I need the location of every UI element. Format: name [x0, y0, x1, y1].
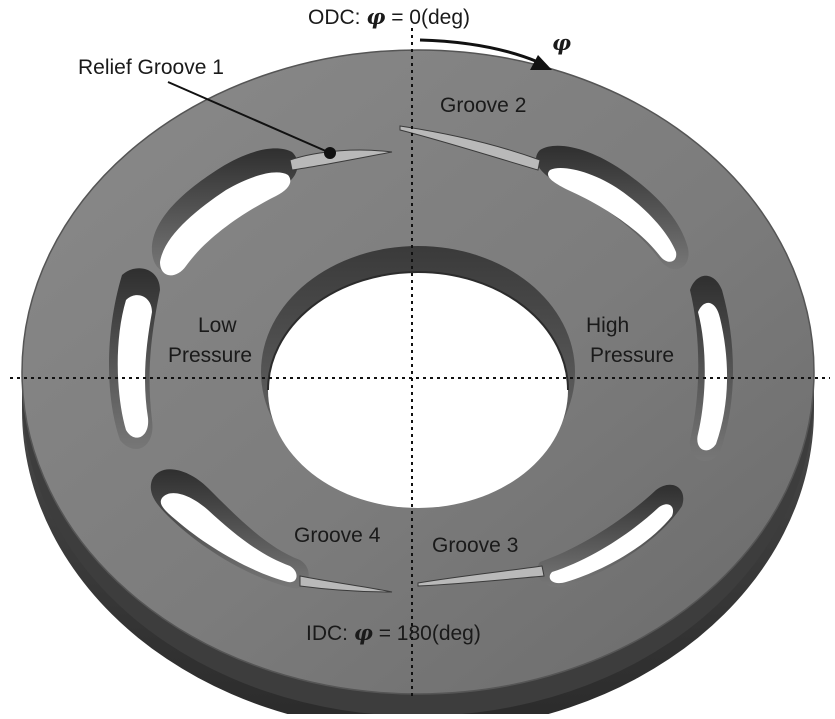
- relief-groove-leader: [167, 81, 329, 153]
- kidney-slot-lower-left: [150, 469, 309, 589]
- groove-3: [417, 565, 545, 587]
- kidney-slot-right: [689, 275, 733, 462]
- rotation-arrow: [419, 38, 539, 64]
- groove-4-label: Groove 4: [294, 524, 381, 547]
- low-pressure-label: Pressure: [168, 344, 252, 367]
- relief-groove-1-label: Relief Groove 1: [78, 56, 224, 79]
- groove-2: [399, 125, 541, 171]
- groove-2-label: Groove 2: [440, 94, 526, 117]
- low-label: Low: [198, 314, 237, 337]
- groove-4: [299, 575, 393, 593]
- relief-groove-1: [289, 149, 393, 171]
- kidney-slot-lower-right: [536, 484, 684, 588]
- groove-3-label: Groove 3: [432, 534, 518, 557]
- kidney-slot-upper-left: [151, 148, 298, 276]
- rotation-arrowhead: [530, 55, 552, 70]
- high-pressure-label: Pressure: [590, 344, 674, 367]
- high-label: High: [586, 314, 629, 337]
- phi-direction-label: φ: [552, 30, 571, 55]
- odc-label: ODC: φ = 0(deg): [308, 4, 470, 29]
- central-bore: [261, 246, 575, 508]
- kidney-slot-upper-right: [536, 145, 689, 270]
- kidney-slot-left: [109, 268, 160, 450]
- idc-label: IDC: φ = 180(deg): [306, 620, 481, 645]
- relief-groove-marker: [324, 147, 336, 159]
